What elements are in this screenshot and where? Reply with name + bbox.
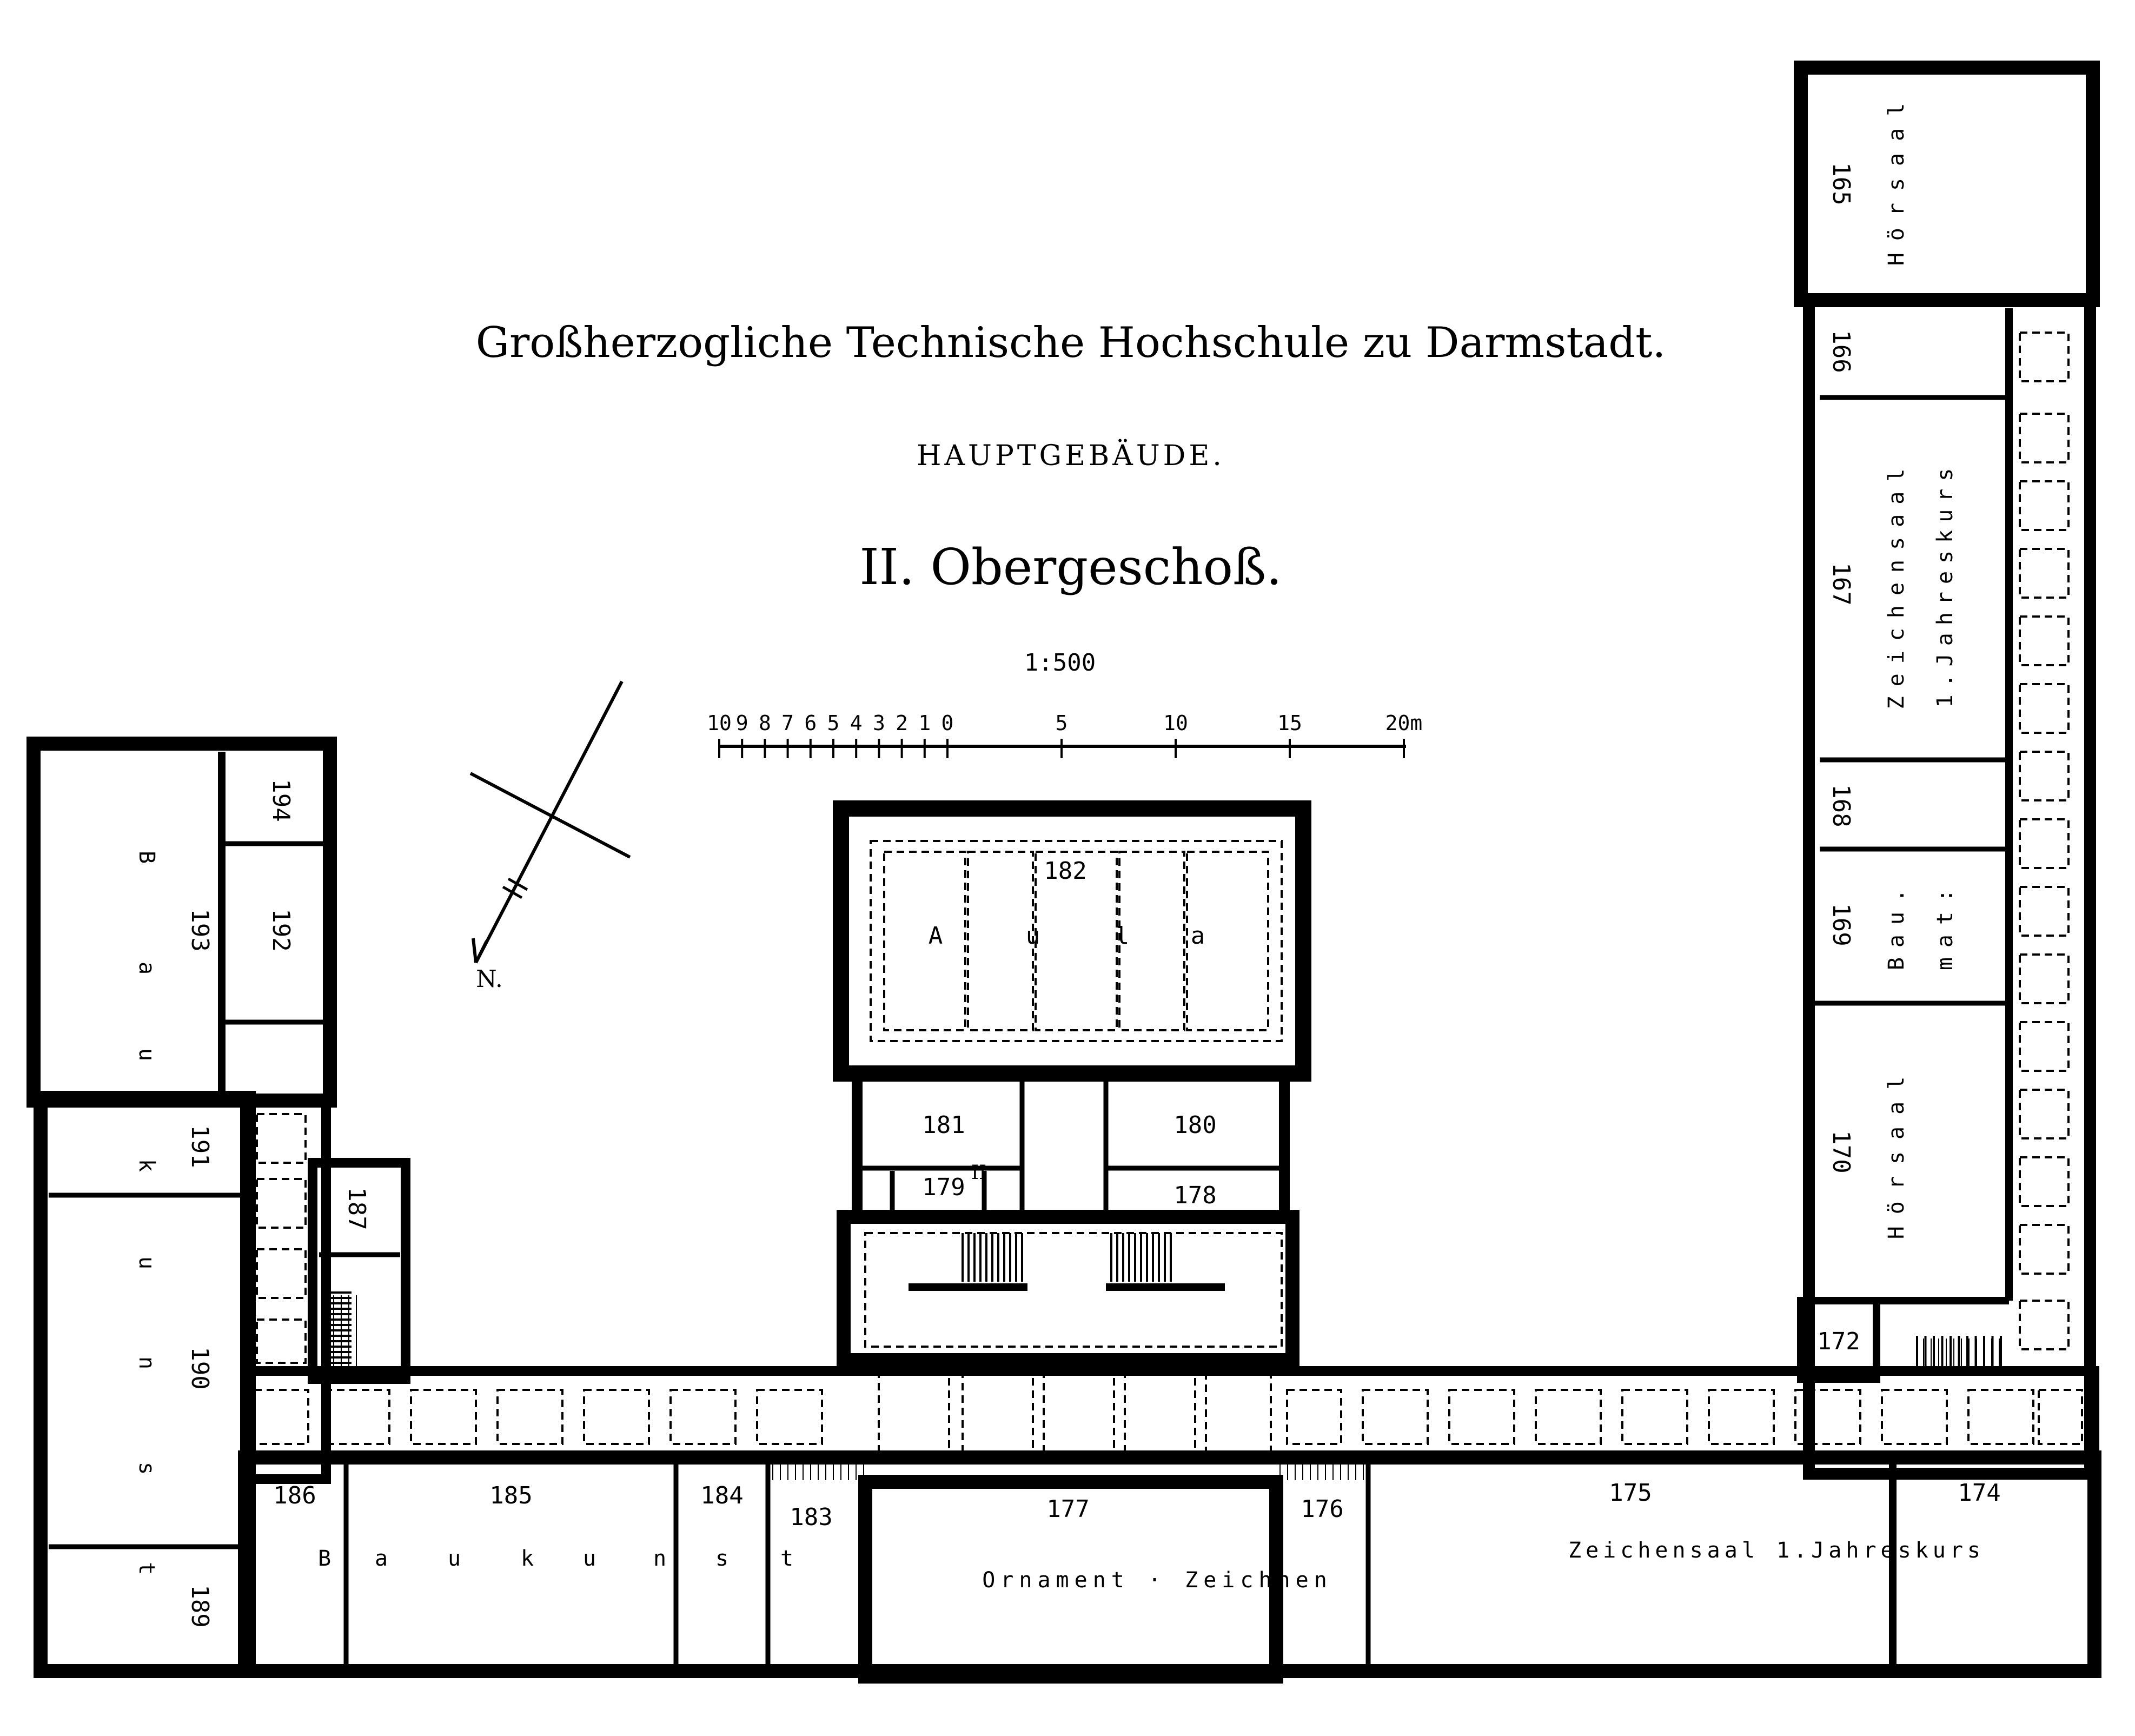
label-bau-169: Bau. [1884, 879, 1909, 970]
room-185: 185 [489, 1482, 532, 1509]
room-172: 172 [1817, 1328, 1860, 1355]
title-line-2: HAUPTGEBÄUDE. [917, 439, 1225, 472]
scale-label: 4 [850, 711, 863, 735]
room-177: 177 [1046, 1495, 1089, 1523]
scale-label: 10 [707, 711, 732, 735]
label-baukunst-s-2: u [448, 1546, 461, 1571]
label-baukunst-w-7: t [134, 1562, 159, 1575]
room-191: 191 [186, 1125, 214, 1168]
label-baukunst-s-6: s [715, 1546, 728, 1571]
scale-label: 9 [736, 711, 748, 735]
label-baukunst-w-2: u [134, 1048, 159, 1061]
label-stair-mark: II [971, 1162, 986, 1184]
scale-label: 3 [873, 711, 885, 735]
label-baukunst-s-1: a [375, 1546, 388, 1571]
label-baukunst-s-0: B [318, 1546, 331, 1571]
room-175: 175 [1609, 1479, 1652, 1507]
scale-label: 6 [804, 711, 817, 735]
scale-label: 5 [827, 711, 840, 735]
room-174: 174 [1958, 1479, 2000, 1507]
label-jahreskurs-167: 1.Jahreskurs [1933, 461, 1958, 708]
room-190: 190 [186, 1347, 214, 1389]
scale-label: 20m [1385, 711, 1423, 735]
label-baukunst-w-6: s [134, 1462, 159, 1475]
room-179: 179 [922, 1174, 965, 1201]
label-baukunst-w-1: a [134, 962, 159, 975]
room-182: 182 [1044, 857, 1086, 885]
vault-pattern [253, 332, 2083, 1456]
label-baukunst-w-4: u [134, 1256, 159, 1269]
title-block: Großherzogliche Technische Hochschule zu… [476, 319, 1666, 596]
room-184: 184 [700, 1482, 743, 1509]
label-baukunst-w-5: n [134, 1356, 159, 1369]
room-186: 186 [273, 1482, 316, 1509]
scale-label: 15 [1277, 711, 1302, 735]
scale-label: 0 [941, 711, 954, 735]
label-ornament-zeichnen: Ornament · Zeichnen [982, 1568, 1332, 1593]
scale-label: 5 [1056, 711, 1068, 735]
label-baukunst-s-4: u [583, 1546, 596, 1571]
room-numbers: 165 166 167 168 169 170 172 174 175 176 … [186, 162, 2001, 1627]
room-183: 183 [790, 1503, 832, 1531]
scale-ratio: 1:500 [1024, 649, 1096, 677]
label-zeichensaal-175: Zeichensaal 1.Jahreskurs [1568, 1538, 1985, 1563]
label-baukunst-w-0: B [134, 851, 159, 864]
room-189: 189 [186, 1585, 214, 1627]
label-baukunst-w-3: k [134, 1159, 159, 1172]
room-167: 167 [1827, 562, 1855, 605]
label-aula-a: A [929, 922, 943, 950]
label-baukunst-s-3: k [521, 1546, 534, 1571]
inner-walls [49, 308, 2013, 1666]
room-165: 165 [1827, 162, 1855, 205]
scale-label: 7 [781, 711, 794, 735]
room-170: 170 [1827, 1130, 1855, 1173]
label-baukunst-s-5: n [653, 1546, 666, 1571]
room-194: 194 [267, 779, 295, 821]
room-180: 180 [1173, 1111, 1216, 1139]
room-169: 169 [1827, 903, 1855, 946]
label-hoersaal-170: Hörsaal [1884, 1065, 1909, 1240]
north-label: N. [476, 965, 503, 993]
room-187: 187 [343, 1187, 370, 1230]
title-line-1: Großherzogliche Technische Hochschule zu… [476, 319, 1666, 367]
room-name-labels: Hörsaal Zeichensaal 1.Jahreskurs Bau. ma… [134, 91, 1985, 1593]
scale-label: 1 [918, 711, 931, 735]
room-178: 178 [1173, 1182, 1216, 1209]
label-mat-169: mat: [1933, 879, 1958, 970]
label-aula-a2: a [1191, 922, 1205, 950]
label-zeichensaal-167: Zeichensaal [1884, 459, 1909, 710]
label-aula-l: l [1115, 922, 1130, 950]
staircases [324, 1233, 2002, 1369]
title-line-3: II. Obergeschoß. [859, 538, 1282, 596]
north-arrow: N. [469, 680, 631, 993]
outer-walls [26, 61, 2101, 1684]
label-hoersaal-165: Hörsaal [1884, 91, 1909, 266]
room-193: 193 [186, 909, 214, 951]
room-168: 168 [1827, 784, 1855, 827]
room-181: 181 [922, 1111, 965, 1139]
label-baukunst-s-7: t [780, 1546, 793, 1571]
scale-label: 8 [759, 711, 771, 735]
scale-label: 10 [1163, 711, 1188, 735]
room-166: 166 [1827, 330, 1855, 373]
label-aula-u: u [1026, 922, 1040, 950]
scale-label: 2 [896, 711, 908, 735]
room-176: 176 [1301, 1495, 1343, 1523]
room-192: 192 [267, 909, 295, 951]
